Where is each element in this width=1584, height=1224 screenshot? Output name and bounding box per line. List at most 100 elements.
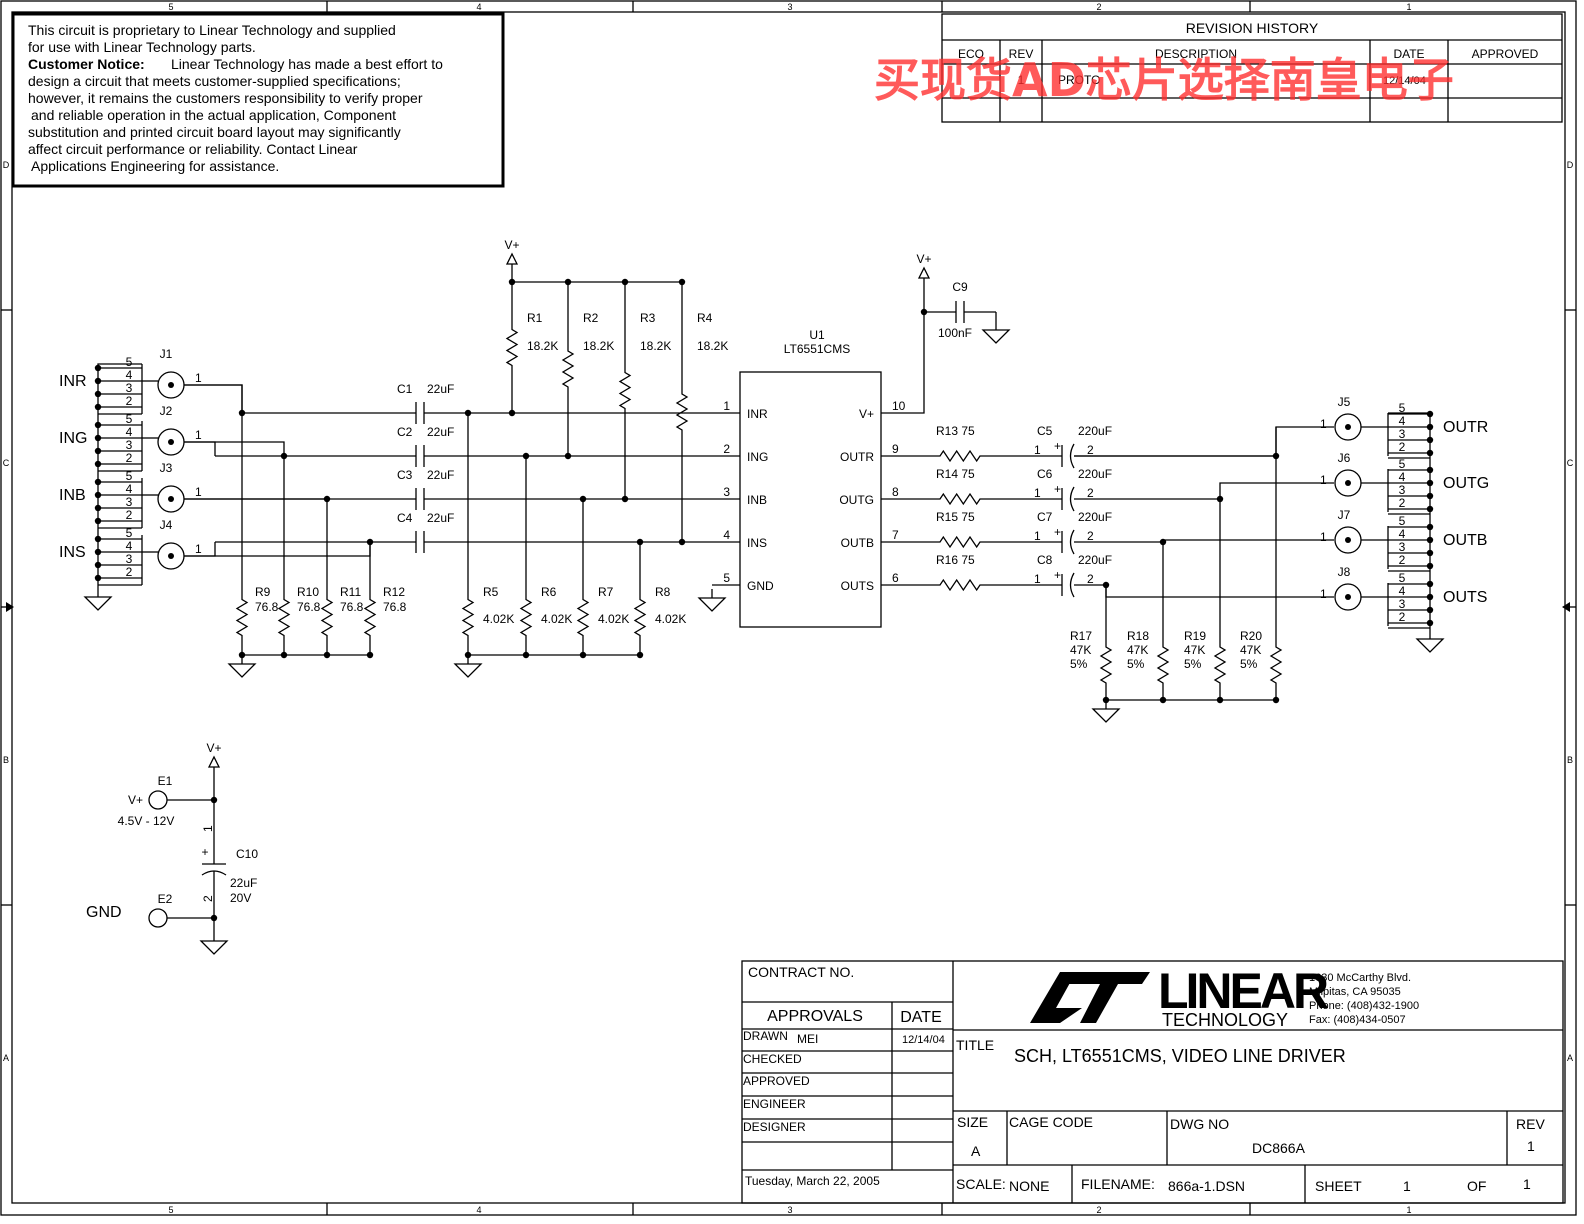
pin-number: 2	[1399, 610, 1406, 624]
pin-number: 1	[195, 542, 202, 556]
capacitor-value: 220uF	[1078, 467, 1112, 481]
pin-number: 4	[126, 425, 133, 439]
junction-dot	[238, 409, 246, 417]
pin-number: 2	[201, 895, 215, 902]
pin-number: 1	[1034, 486, 1041, 500]
rev-col-description: DESCRIPTION	[1155, 47, 1237, 61]
resistor	[1156, 630, 1170, 700]
pin-number: 5	[126, 412, 133, 426]
resistor	[633, 580, 647, 655]
capacitor-ref: C7	[1037, 510, 1053, 524]
resistor	[930, 449, 990, 463]
size-value: A	[971, 1143, 981, 1159]
capacitor-ref: C3	[397, 468, 413, 482]
capacitor-ref: C10	[236, 847, 258, 861]
center-mark	[1562, 602, 1570, 612]
resistor-label: R16 75	[936, 553, 975, 567]
of-label: OF	[1467, 1178, 1486, 1194]
drawing-title: SCH, LT6551CMS, VIDEO LINE DRIVER	[1014, 1046, 1346, 1066]
ic-pin-name: GND	[747, 579, 774, 593]
junction-dot	[94, 434, 102, 442]
pin-number: 1	[195, 428, 202, 442]
junction-dot	[366, 538, 374, 546]
output-net-label: OUTG	[1443, 475, 1489, 492]
bnc-center	[168, 553, 174, 559]
pin-number: 3	[1399, 483, 1406, 497]
resistor-value: 76.8	[255, 600, 279, 614]
zone-letter: B	[1567, 755, 1573, 765]
rev-col-rev: REV	[1009, 47, 1034, 61]
junction-dot	[1159, 696, 1167, 704]
ground-symbol	[227, 663, 257, 678]
zone-number: 3	[787, 2, 792, 12]
junction-dot	[1216, 696, 1224, 704]
zone-number: 2	[1096, 1205, 1101, 1215]
junction-dot	[522, 651, 530, 659]
resistor-ref: R5	[483, 585, 499, 599]
junction-dot	[1426, 562, 1434, 570]
capacitor-value: 220uF	[1078, 553, 1112, 567]
jack-ref: J4	[160, 518, 173, 532]
pin-number: 3	[1399, 597, 1406, 611]
junction-dot	[280, 651, 288, 659]
pin-number: 5	[126, 355, 133, 369]
address-line: Milpitas, CA 95035	[1309, 986, 1401, 998]
pin-number: 2	[1399, 496, 1406, 510]
capacitor-value: 22uF	[427, 382, 454, 396]
revision-title: REVISION HISTORY	[1186, 20, 1319, 36]
junction-dot	[210, 914, 218, 922]
capacitor-plate-curved	[1069, 529, 1075, 555]
drawn-label: DRAWN	[743, 1029, 788, 1043]
ic-pin-name: INS	[747, 536, 767, 550]
resistor	[505, 282, 519, 413]
resistor	[1269, 630, 1283, 700]
resistor-ref: R12	[383, 585, 405, 599]
bnc-center	[1345, 424, 1351, 430]
contract-label: CONTRACT NO.	[748, 964, 854, 980]
bnc-center	[168, 496, 174, 502]
jack-ref: J5	[1338, 395, 1351, 409]
ic-ref: U1	[809, 328, 825, 342]
resistor	[930, 578, 990, 592]
notice-line: affect circuit performance or reliabilit…	[28, 141, 358, 157]
dwg-number: DC866A	[1252, 1140, 1306, 1156]
cage-label: CAGE CODE	[1009, 1114, 1093, 1130]
junction-dot	[1426, 523, 1434, 531]
junction-dot	[1426, 436, 1434, 444]
capacitor-ref: C2	[397, 425, 413, 439]
notice-line: however, it remains the customers respon…	[28, 90, 423, 106]
print-date: Tuesday, March 22, 2005	[745, 1174, 880, 1188]
resistor-value: 47K	[1127, 643, 1148, 657]
pin-number: 4	[1399, 470, 1406, 484]
customer-notice: This circuit is proprietary to Linear Te…	[11, 12, 505, 188]
notice-line: substitution and printed circuit board l…	[28, 124, 401, 140]
junction-dot	[1426, 619, 1434, 627]
ground-symbol	[1091, 708, 1121, 723]
junction-dot	[94, 548, 102, 556]
pin-number: 4	[126, 539, 133, 553]
capacitor-ref: C8	[1037, 553, 1053, 567]
engineer-label: ENGINEER	[743, 1097, 806, 1111]
input-net-label: INB	[59, 487, 86, 504]
filename-value: 866a-1.DSN	[1168, 1178, 1245, 1194]
zone-letter: A	[1567, 1053, 1573, 1063]
junction-dot	[94, 447, 102, 455]
pin-number: 5	[1399, 457, 1406, 471]
junction-dot	[621, 495, 629, 503]
notice-line: design a circuit that meets customer-sup…	[28, 73, 401, 89]
capacitor-value: 22uF	[427, 425, 454, 439]
input-trace	[184, 542, 216, 557]
ic-pin-number: 3	[723, 485, 730, 499]
pin-number: 2	[126, 508, 133, 522]
notice-line: and reliable operation in the actual app…	[31, 107, 396, 123]
resistor-tolerance: 5%	[1127, 657, 1145, 671]
size-label: SIZE	[957, 1114, 988, 1130]
resistor	[561, 282, 575, 456]
capacitor-plate-curved	[1069, 443, 1075, 469]
pin-number: 2	[126, 451, 133, 465]
junction-dot	[1426, 505, 1434, 513]
pin-number: 2	[1087, 572, 1094, 586]
junction-dot	[94, 517, 102, 525]
bnc-center	[1345, 594, 1351, 600]
rev-col-eco: ECO	[958, 47, 984, 61]
